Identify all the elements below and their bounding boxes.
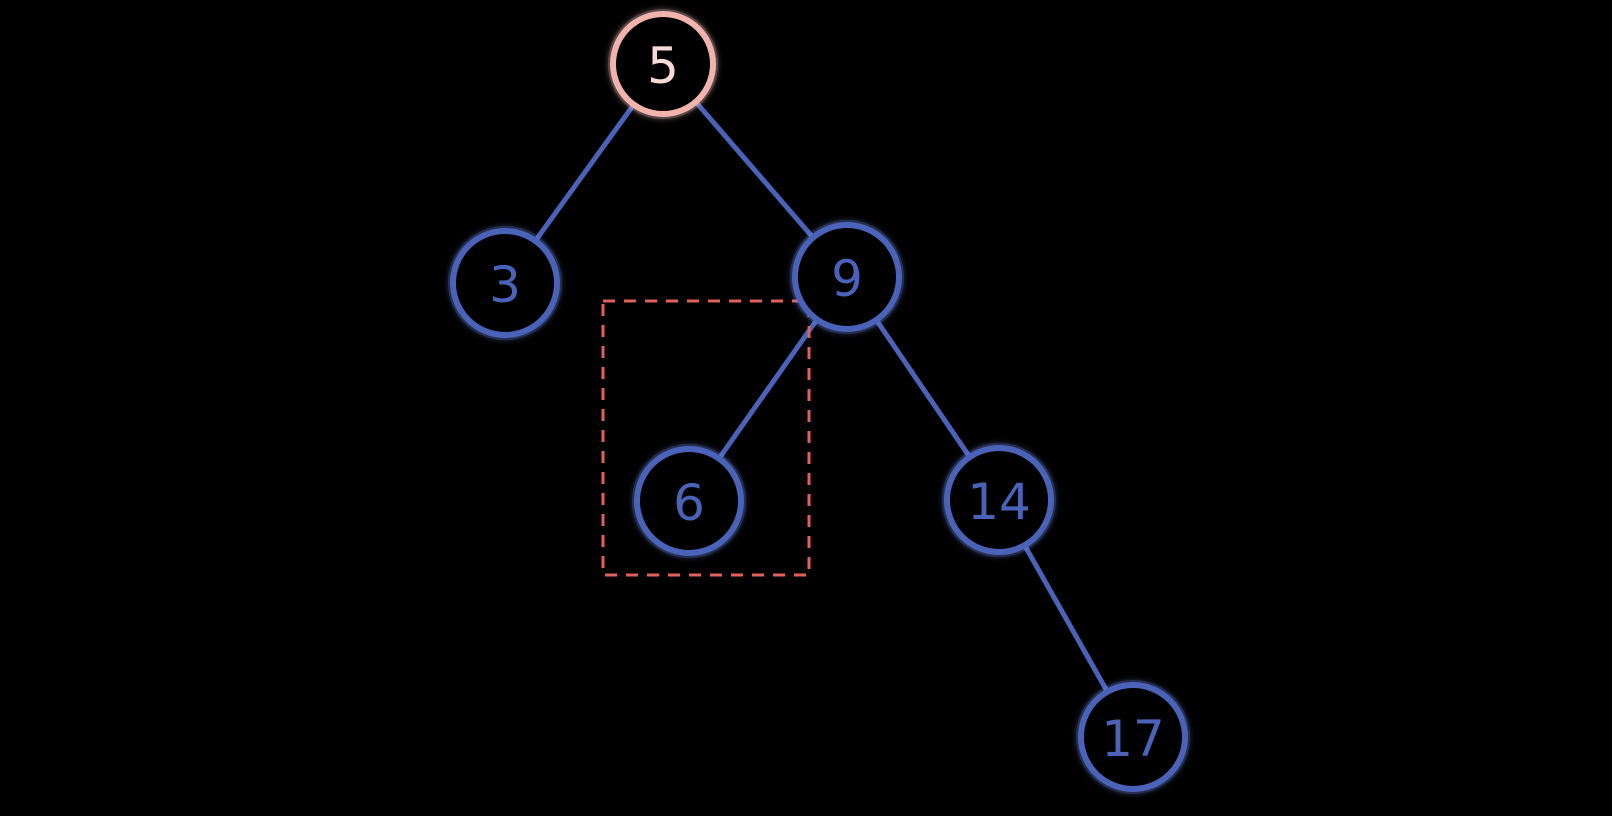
edge-n5-n3	[532, 102, 637, 244]
edge-n9-n14	[873, 317, 973, 460]
edge-n9-n6	[716, 316, 820, 462]
node-label: 3	[489, 256, 521, 314]
node-label: 5	[647, 37, 679, 95]
tree-node-9: 9	[790, 220, 904, 334]
tree-node-17: 17	[1076, 680, 1190, 794]
edge-n14-n17	[1022, 542, 1110, 695]
node-label: 6	[673, 474, 705, 532]
node-label: 9	[831, 250, 863, 308]
tree-edges	[532, 99, 1110, 695]
node-label: 17	[1101, 710, 1165, 768]
node-circle	[792, 222, 902, 332]
node-label: 14	[967, 473, 1031, 531]
edge-n5-n9	[693, 99, 816, 241]
root-node-circle	[610, 11, 716, 117]
tree-node-3: 3	[448, 226, 562, 340]
node-circle	[944, 445, 1054, 555]
tree-nodes: 5 3 9 6 14 17	[448, 9, 1190, 794]
node-circle	[450, 228, 560, 338]
tree-node-5: 5	[608, 9, 718, 119]
node-circle	[1078, 682, 1188, 792]
node-circle	[634, 446, 744, 556]
highlight-box-dashed	[601, 299, 811, 577]
tree-node-14: 14	[942, 443, 1056, 557]
tree-node-6: 6	[632, 444, 746, 558]
